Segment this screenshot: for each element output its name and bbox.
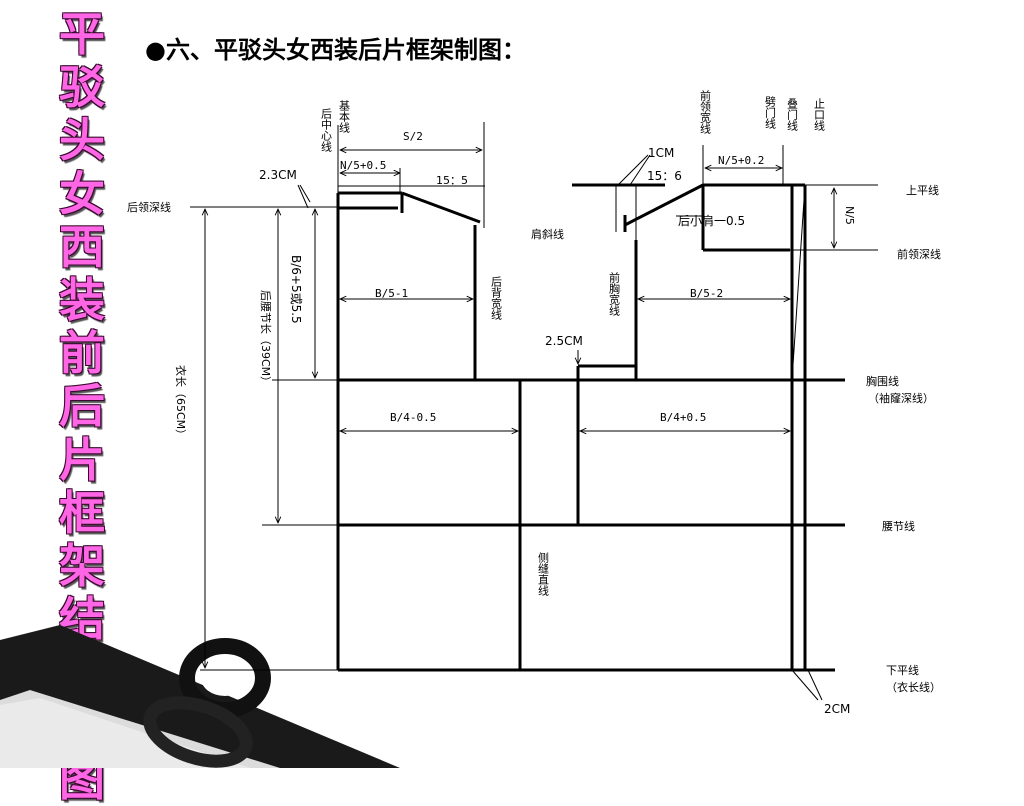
- label-b6-plus: B/6+5或5.5: [289, 255, 303, 324]
- label-back-center-line: 后中心线: [320, 108, 333, 152]
- pattern-diagram: 后中心线 基本线 S/2 N/5+0.5 2.3CM 15：5 后领深线 1CM…: [0, 89, 941, 768]
- label-stop-line: 止口线: [813, 98, 826, 131]
- label-b5-minus-2: B/5-2: [690, 287, 723, 300]
- label-lower-flat-line: 下平线: [886, 663, 919, 677]
- label-n5: N/5: [843, 206, 856, 225]
- vertical-title-char: 前: [59, 326, 105, 381]
- label-upper-flat-line: 上平线: [906, 183, 939, 197]
- label-base-line: 基本线: [338, 100, 351, 133]
- label-front-neck-width-line: 前领宽线: [699, 89, 712, 134]
- pattern-frame: [336, 183, 845, 672]
- label-n5-plus-05: N/5+0.5: [340, 159, 386, 172]
- dimension-arrows: [205, 150, 834, 668]
- vertical-title-char: 西: [59, 219, 105, 274]
- label-garment-length: 衣长（65CM）: [174, 365, 188, 440]
- label-side-seam-line: 侧缝直线: [537, 552, 550, 596]
- vertical-title-char: 框: [59, 485, 105, 540]
- guide-lines: [190, 122, 878, 701]
- label-1cm: 1CM: [648, 146, 674, 160]
- label-back-neck-depth: 后领深线: [127, 200, 171, 214]
- label-ratio-front: 15：6: [647, 169, 682, 183]
- label-placket-line: 劈门线: [764, 95, 777, 129]
- label-b4-minus-05: B/4-0.5: [390, 411, 436, 424]
- vertical-title-char: 片: [59, 432, 105, 487]
- label-ratio-back: 15：5: [436, 174, 468, 187]
- label-s-half: S/2: [403, 130, 423, 143]
- label-back-small-shoulder: 后小肩一0.5: [678, 213, 745, 228]
- label-armhole-depth-line: （袖窿深线）: [868, 391, 934, 405]
- vertical-title-char: 女: [59, 166, 105, 221]
- label-chest-line: 胸围线: [866, 374, 899, 388]
- label-back-width-line: 后背宽线: [490, 276, 503, 320]
- vertical-title-char: 装: [59, 272, 105, 327]
- label-n5-plus-02: N/5+0.2: [718, 154, 764, 167]
- scissors-image: [0, 625, 400, 768]
- label-back-waist-length: 后腰节长（39CM）: [259, 290, 272, 387]
- page-heading: ●六、平驳头女西装后片框架制图：: [145, 36, 526, 64]
- label-2cm: 2CM: [824, 702, 850, 716]
- vertical-title-char: 后: [59, 379, 105, 434]
- label-b4-plus-05: B/4+0.5: [660, 411, 706, 424]
- label-hem-line: （衣长线）: [886, 680, 941, 694]
- label-waist-line: 腰节线: [882, 519, 915, 533]
- label-front-neck-depth: 前领深线: [897, 247, 941, 261]
- label-2-3cm: 2.3CM: [259, 168, 297, 182]
- label-2-5cm: 2.5CM: [545, 334, 583, 348]
- label-overlap-line: 叠门线: [786, 98, 799, 131]
- vertical-title-char: 头: [59, 113, 105, 168]
- vertical-title-char: 平: [59, 7, 105, 61]
- label-front-chest-width-line: 前胸宽线: [608, 271, 621, 316]
- label-shoulder-slope: 肩斜线: [531, 227, 564, 241]
- label-b5-minus-1: B/5-1: [375, 287, 408, 300]
- vertical-title-char: 驳: [59, 60, 105, 115]
- vertical-title-char: 架: [59, 538, 105, 593]
